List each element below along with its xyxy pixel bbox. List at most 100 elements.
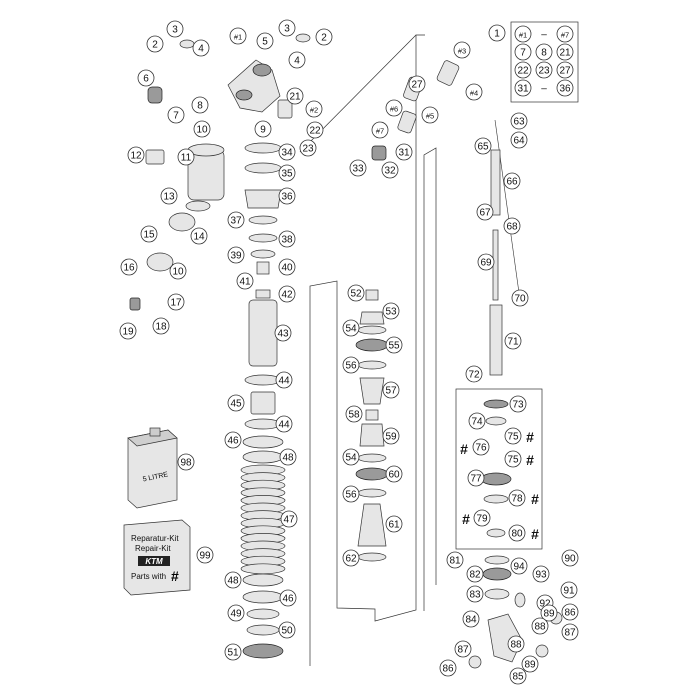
legend-callout: 1 bbox=[488, 24, 506, 42]
repair-kit-callout: 99 bbox=[196, 546, 214, 564]
part-callout: 22 bbox=[306, 121, 324, 139]
legend-item: #1 bbox=[514, 25, 532, 43]
spring-strut-parts bbox=[240, 142, 286, 659]
callout-label: #6 bbox=[390, 105, 398, 114]
callout-label: 72 bbox=[468, 370, 480, 381]
callout-label: 88 bbox=[534, 622, 546, 633]
repair-kit-hash-marks: ###### bbox=[460, 429, 539, 542]
bushing-left bbox=[179, 39, 195, 49]
nut-80 bbox=[486, 528, 506, 538]
shim-53 bbox=[359, 311, 385, 325]
legend-item-label: 22 bbox=[517, 66, 529, 77]
part-callout: 84 bbox=[462, 610, 480, 628]
legend-item: 23 bbox=[535, 61, 553, 79]
part-callout: 17 bbox=[167, 293, 185, 311]
part-callout: 11 bbox=[177, 148, 195, 166]
callout-label: 45 bbox=[230, 399, 242, 410]
shock-head-parts bbox=[129, 33, 311, 311]
callout-label: 71 bbox=[507, 337, 519, 348]
part-callout: 31 bbox=[395, 143, 413, 161]
part-callout: #4 bbox=[465, 83, 483, 101]
shock-head-eye bbox=[252, 63, 272, 77]
callout-label: 50 bbox=[281, 626, 293, 637]
callout-label: 74 bbox=[471, 417, 483, 428]
part-callout: 51 bbox=[224, 643, 242, 661]
callout-circle bbox=[503, 217, 521, 235]
shim-stack-parts bbox=[355, 289, 389, 562]
callout-label: 10 bbox=[172, 267, 184, 278]
callout-label: 59 bbox=[385, 432, 397, 443]
part-callout: 57 bbox=[382, 381, 400, 399]
part-callout: 70 bbox=[511, 289, 529, 307]
collar-45 bbox=[250, 391, 276, 415]
part-callout: 21 bbox=[286, 87, 304, 105]
callout-label: 12 bbox=[130, 151, 142, 162]
repair-kit-logo: KTM bbox=[145, 557, 163, 566]
legend-item-label: 27 bbox=[559, 66, 571, 77]
callout-circle bbox=[279, 589, 297, 607]
part-callout: 63 bbox=[510, 112, 528, 130]
callout-label: 86 bbox=[564, 608, 576, 619]
seat-46b bbox=[242, 590, 284, 604]
callout-label: 7 bbox=[173, 111, 179, 122]
part-callout: 43 bbox=[274, 324, 292, 342]
callout-circle bbox=[382, 381, 400, 399]
reservoir-cap bbox=[146, 252, 174, 272]
callout-circle bbox=[166, 20, 184, 38]
callout-circle bbox=[540, 604, 558, 622]
callout-label: 83 bbox=[469, 590, 481, 601]
part-callout: 89 bbox=[521, 655, 539, 673]
callout-label: 4 bbox=[198, 44, 204, 55]
part-callout: 46 bbox=[279, 589, 297, 607]
callout-label: 41 bbox=[239, 277, 251, 288]
part-callout: 12 bbox=[127, 146, 145, 164]
callout-circle bbox=[472, 438, 490, 456]
callout-label: 92 bbox=[539, 599, 551, 610]
washer-62 bbox=[357, 552, 387, 562]
callout-circle bbox=[279, 448, 297, 466]
callout-circle bbox=[454, 640, 472, 658]
hash-mark: # bbox=[531, 491, 539, 507]
callout-label: 91 bbox=[563, 586, 575, 597]
part-callout: 4 bbox=[288, 51, 306, 69]
callout-circle bbox=[342, 549, 360, 567]
callout-circle bbox=[342, 356, 360, 374]
callout-circle bbox=[466, 585, 484, 603]
piston-60 bbox=[355, 467, 389, 481]
washer-56b bbox=[357, 488, 387, 498]
callout-label: 89 bbox=[543, 609, 555, 620]
oil-can-callout: 98 bbox=[177, 453, 195, 471]
callout-circle bbox=[167, 106, 185, 124]
callout-circle bbox=[385, 336, 403, 354]
part-callout: 10 bbox=[169, 262, 187, 280]
part-callout: 47 bbox=[280, 510, 298, 528]
part-callout: 79 bbox=[473, 509, 491, 527]
bump-stop-40 bbox=[256, 261, 270, 275]
callout-label: 75 bbox=[507, 432, 519, 443]
valve-82 bbox=[482, 567, 512, 581]
valve-stem bbox=[129, 297, 141, 311]
callout-label: 46 bbox=[227, 436, 239, 447]
callout-circle bbox=[453, 41, 471, 59]
legend-item-label: 31 bbox=[517, 84, 529, 95]
ring-37 bbox=[248, 215, 278, 225]
callout-circle bbox=[521, 655, 539, 673]
callout-label: 56 bbox=[345, 361, 357, 372]
legend-item-label: – bbox=[541, 30, 547, 41]
callout-circle bbox=[192, 39, 210, 57]
callout-circle bbox=[477, 253, 495, 271]
legend-item: 22 bbox=[514, 61, 532, 79]
callout-circle bbox=[532, 565, 550, 583]
washer-56a bbox=[357, 360, 387, 370]
callout-label: 47 bbox=[283, 515, 295, 526]
part-callout: 14 bbox=[190, 227, 208, 245]
callout-label: 60 bbox=[388, 470, 400, 481]
part-callout: 18 bbox=[152, 317, 170, 335]
repair-kit-hash: # bbox=[171, 568, 179, 584]
callout-label: 13 bbox=[163, 192, 175, 203]
legend-item-label: 8 bbox=[541, 48, 547, 59]
callout-label: 63 bbox=[513, 117, 525, 128]
callout-label: 6 bbox=[143, 74, 149, 85]
